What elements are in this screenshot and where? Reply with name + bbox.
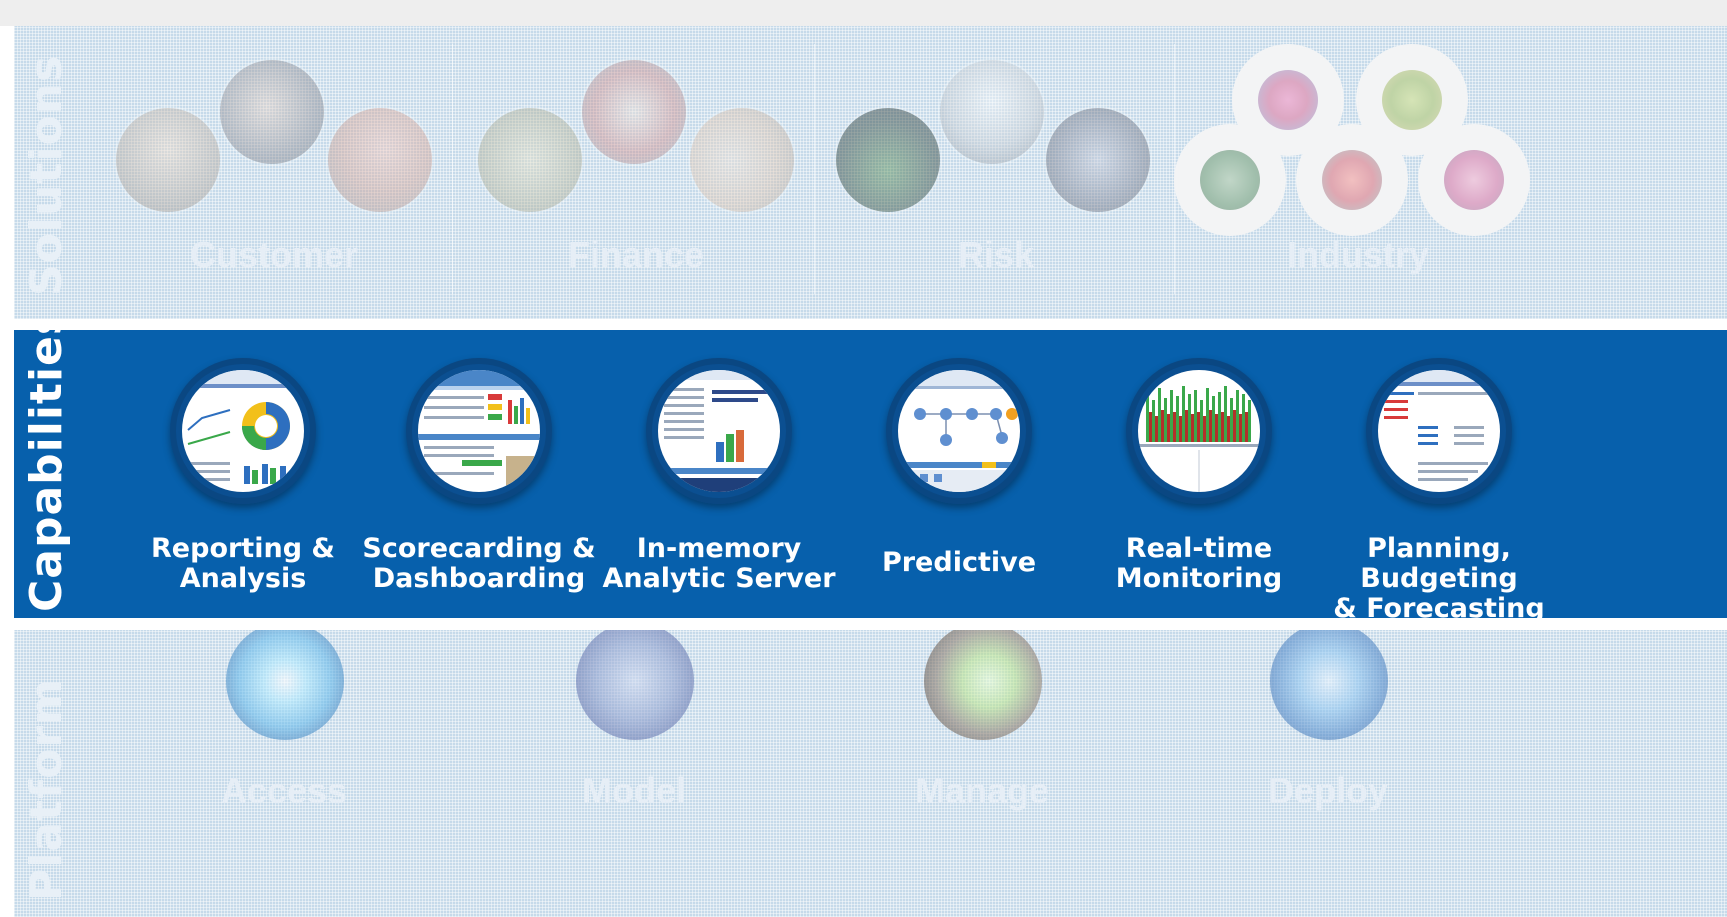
capability-predictive[interactable]: Predictive <box>824 330 1094 618</box>
capability-reporting[interactable]: Reporting & Analysis <box>108 330 378 618</box>
platform-manage[interactable]: Manage <box>832 630 1132 917</box>
capability-label: Reporting & Analysis <box>151 533 335 594</box>
manage-icon <box>924 630 1042 740</box>
customer-photo-icon <box>220 60 324 164</box>
capability-circle <box>1126 358 1272 504</box>
customer-photo-icon <box>328 108 432 212</box>
capability-label: Predictive <box>881 547 1037 578</box>
solution-label: Risk <box>957 234 1035 275</box>
monitoring-screenshot-icon <box>1138 370 1260 492</box>
platform-label: Deploy <box>1267 770 1389 811</box>
capabilities-title: Capabilities <box>21 330 72 612</box>
industry-icon <box>1200 150 1260 210</box>
predictive-screenshot-icon <box>898 370 1020 492</box>
platform-label: Model <box>582 770 686 811</box>
capability-label: In-memory Analytic Server <box>602 533 836 594</box>
top-strip <box>0 0 1727 26</box>
finance-photo-icon <box>478 108 582 212</box>
solutions-title: Solutions <box>21 54 72 296</box>
industry-icon <box>1382 70 1442 130</box>
risk-photo-icon <box>1046 108 1150 212</box>
access-icon <box>226 630 344 740</box>
capability-circle <box>646 358 792 504</box>
deploy-icon <box>1270 630 1388 740</box>
industry-icon <box>1444 150 1504 210</box>
risk-chart-icon <box>836 108 940 212</box>
capability-circle <box>886 358 1032 504</box>
capability-scorecarding[interactable]: Scorecarding & Dashboarding <box>344 330 614 618</box>
platform-label: Access <box>220 770 348 811</box>
capability-real-time[interactable]: Real-time Monitoring <box>1064 330 1334 618</box>
platform-model[interactable]: Model <box>484 630 784 917</box>
industry-icon <box>1258 70 1318 130</box>
risk-photo-icon <box>940 60 1044 164</box>
finance-photo-icon <box>582 60 686 164</box>
divider <box>814 44 815 294</box>
capability-circle <box>170 358 316 504</box>
solution-label: Industry <box>1286 234 1429 275</box>
reporting-screenshot-icon <box>182 370 304 492</box>
divider <box>452 44 453 294</box>
capabilities-band: Capabilities <box>14 330 1727 618</box>
platform-title: Platform <box>21 678 72 902</box>
capability-planning[interactable]: Planning, Budgeting & Forecasting <box>1304 330 1574 618</box>
capability-label: Planning, Budgeting & Forecasting <box>1333 533 1545 619</box>
solution-label: Customer <box>189 234 359 275</box>
scorecard-screenshot-icon <box>418 370 540 492</box>
solutions-band: Solutions Customer Finance Risk Industry <box>14 26 1727 319</box>
finance-photo-icon <box>690 108 794 212</box>
model-icon <box>576 630 694 740</box>
industry-icon <box>1322 150 1382 210</box>
capability-circle <box>1366 358 1512 504</box>
platform-band: Platform Access Model Manage Deploy <box>14 630 1727 917</box>
platform-access[interactable]: Access <box>134 630 434 917</box>
capability-in-memory[interactable]: In-memory Analytic Server <box>584 330 854 618</box>
server-screenshot-icon <box>658 370 780 492</box>
platform-label: Manage <box>914 770 1050 811</box>
customer-photo-icon <box>116 108 220 212</box>
solution-label: Finance <box>567 234 705 275</box>
planning-screenshot-icon <box>1378 370 1500 492</box>
capability-circle <box>406 358 552 504</box>
capability-label: Real-time Monitoring <box>1115 533 1283 594</box>
platform-deploy[interactable]: Deploy <box>1178 630 1478 917</box>
capability-label: Scorecarding & Dashboarding <box>362 533 596 594</box>
